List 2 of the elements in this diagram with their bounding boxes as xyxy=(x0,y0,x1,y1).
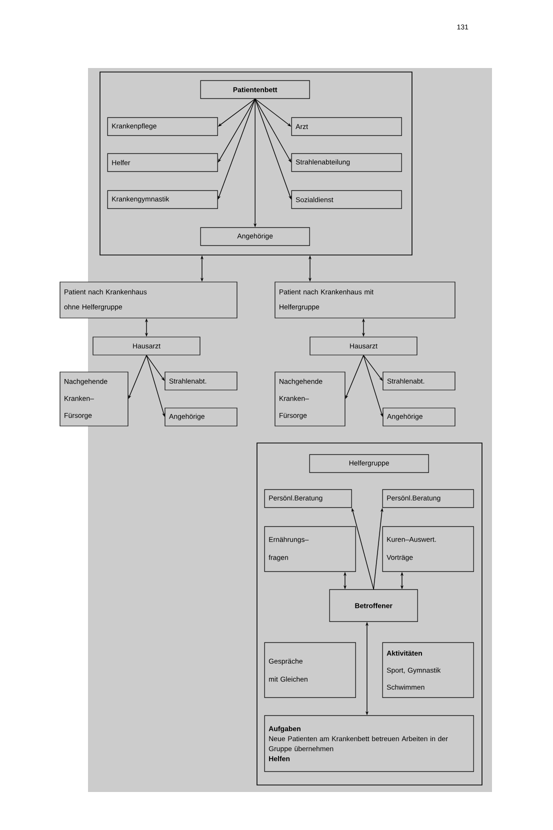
group-frame xyxy=(100,72,412,256)
group-frame xyxy=(256,442,482,786)
